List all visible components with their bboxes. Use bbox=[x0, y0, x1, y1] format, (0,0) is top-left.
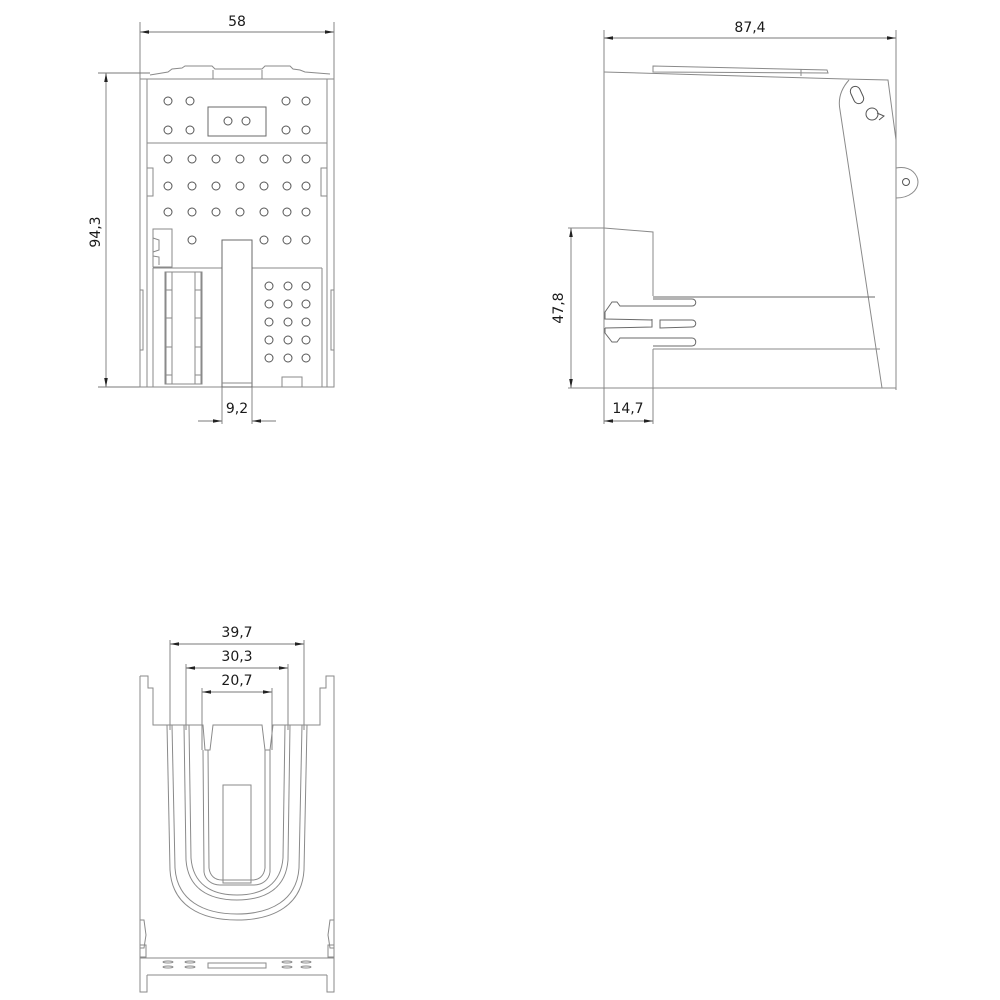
dimension-latch-height-47-8: 47,8 bbox=[551, 228, 573, 388]
dimension-label: 30,3 bbox=[221, 649, 252, 665]
contact-holes-grid bbox=[163, 154, 311, 245]
dimension-label: 94,3 bbox=[88, 216, 104, 247]
bottom-markings bbox=[162, 960, 312, 969]
dimension-label: 20,7 bbox=[221, 673, 252, 689]
dimension-inner-20-7: 20,7 bbox=[201, 673, 273, 750]
side-view: 87,4 47,8 bbox=[551, 20, 919, 424]
dimension-label: 87,4 bbox=[734, 20, 765, 36]
dimension-label: 47,8 bbox=[551, 292, 567, 323]
bottom-view: 39,7 30,3 20,7 bbox=[139, 625, 335, 993]
dimension-depth-87-4: 87,4 bbox=[603, 20, 897, 390]
contact-holes-small-grid bbox=[264, 281, 311, 363]
dimension-label: 58 bbox=[228, 14, 246, 30]
dimension-middle-30-3: 30,3 bbox=[185, 649, 289, 730]
dimension-outer-39-7: 39,7 bbox=[169, 625, 305, 730]
dimension-label: 39,7 bbox=[221, 625, 252, 641]
dimension-slot-9-2: 9,2 bbox=[198, 387, 276, 424]
dimension-latch-depth-14-7: 14,7 bbox=[603, 388, 654, 424]
dimension-width-58: 58 bbox=[139, 14, 335, 82]
front-view: 58 94,3 bbox=[88, 14, 335, 424]
dimension-label: 14,7 bbox=[612, 401, 643, 417]
dimension-height-94-3: 94,3 bbox=[88, 72, 150, 388]
dimension-label: 9,2 bbox=[226, 401, 248, 417]
contact-holes-top bbox=[163, 96, 311, 135]
